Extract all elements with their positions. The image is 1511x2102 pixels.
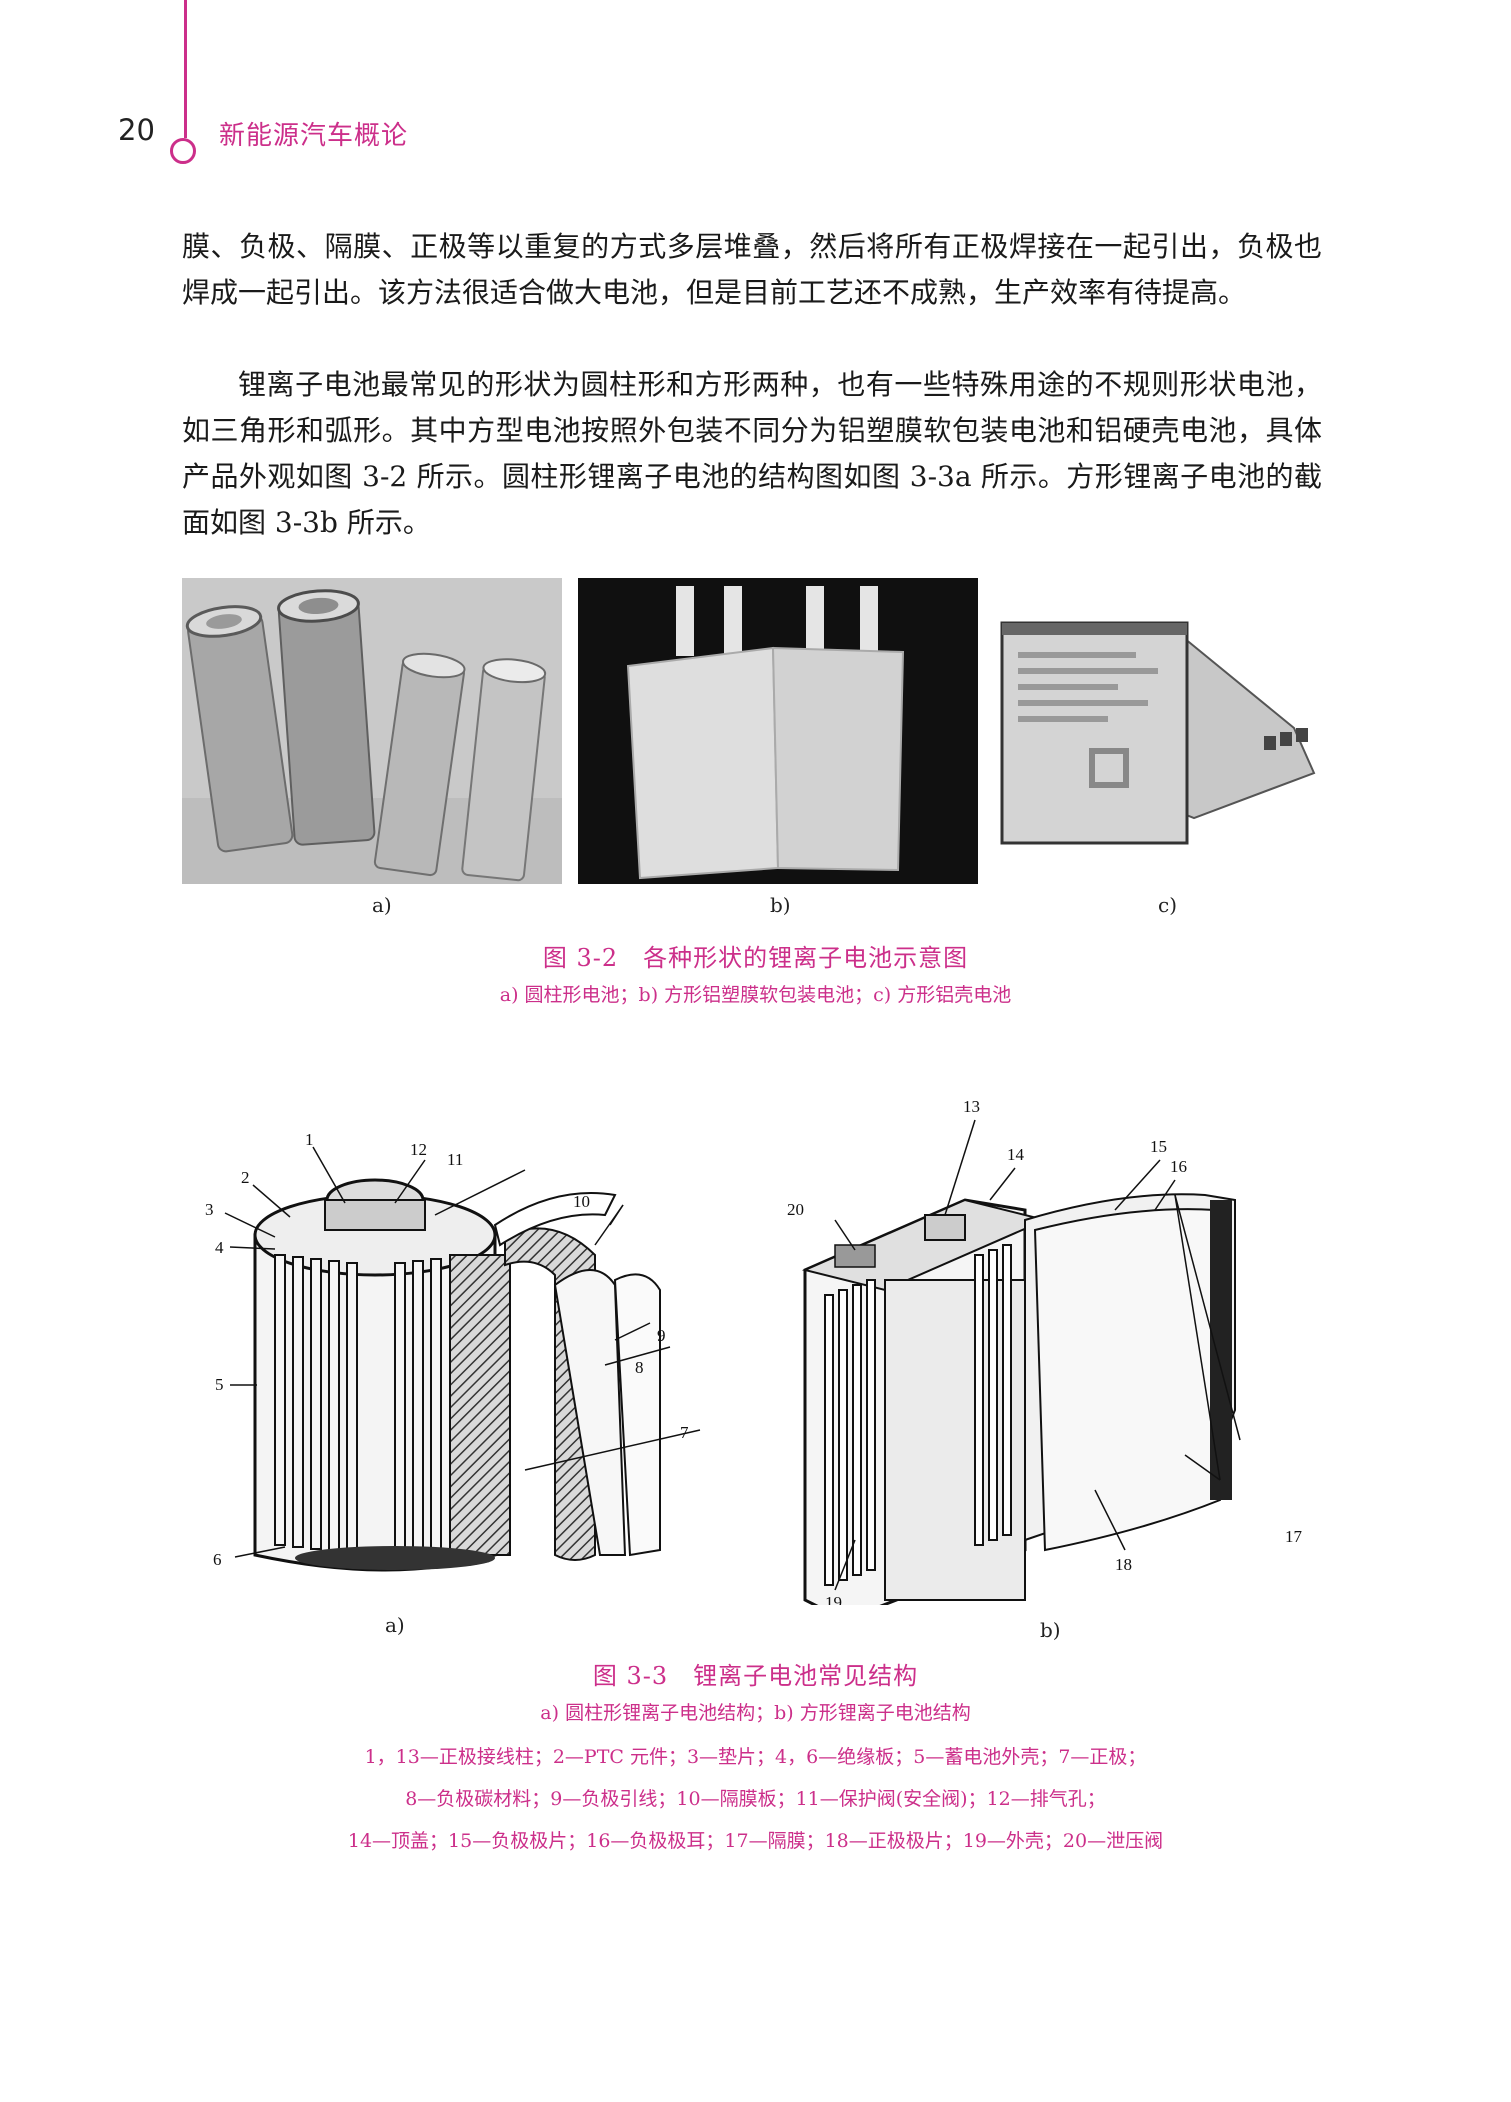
callout-1: 1 [305, 1130, 314, 1149]
callout-10: 10 [573, 1192, 590, 1211]
callout-6: 6 [213, 1550, 222, 1569]
callout-7: 7 [680, 1423, 689, 1442]
callout-9: 9 [657, 1326, 666, 1345]
page-number: 20 [118, 113, 155, 147]
figure-3-3-caption-sub: a) 圆柱形锂离子电池结构；b) 方形锂离子电池结构 [540, 1702, 971, 1724]
figure-3-3-legend-line-3: 14—顶盖；15—负极极片；16—负极极耳；17—隔膜；18—正极极片；19—外… [347, 1830, 1164, 1852]
callout-16: 16 [1170, 1157, 1187, 1176]
callout-18: 18 [1115, 1555, 1132, 1574]
body-paragraph-1: 膜、负极、隔膜、正极等以重复的方式多层堆叠，然后将所有正极焊接在一起引出，负极也… [182, 230, 1322, 309]
diagram-prismatic-structure: 13 14 15 16 17 18 19 20 [765, 1080, 1345, 1622]
callout-17: 17 [1285, 1527, 1303, 1546]
callout-4: 4 [215, 1238, 224, 1257]
callout-13: 13 [963, 1097, 980, 1116]
figure-3-2-label-b: b) [770, 893, 791, 917]
figure-3-3-legend-line-2: 8—负极碳材料；9—负极引线；10—隔膜板；11—保护阀(安全阀)；12—排气孔… [405, 1788, 1106, 1810]
figure-3-2-label-c: c) [1158, 893, 1178, 917]
figure-3-2-caption-title: 图 3-2 各种形状的锂离子电池示意图 [542, 944, 969, 972]
callout-19: 19 [825, 1593, 842, 1605]
callout-2: 2 [241, 1168, 250, 1187]
figure-3-2-label-a: a) [372, 893, 392, 917]
diagram-cylindrical-structure: 1 2 3 4 5 6 7 8 9 10 11 12 [195, 1085, 715, 1605]
figure-3-3-label-a: a) [385, 1613, 405, 1637]
photo-pouch-cells [578, 578, 978, 884]
callout-12: 12 [410, 1140, 427, 1159]
figure-3-3-caption-title: 图 3-3 锂离子电池常见结构 [592, 1662, 919, 1690]
photo-aluminum-case-cells [994, 578, 1320, 884]
margin-line [184, 0, 187, 138]
callout-14: 14 [1007, 1145, 1025, 1164]
figure-3-2-caption-sub: a) 圆柱形电池；b) 方形铝塑膜软包装电池；c) 方形铝壳电池 [499, 984, 1012, 1006]
callout-20: 20 [787, 1200, 804, 1219]
figure-3-3-legend-line-1: 1，13—正极接线柱；2—PTC 元件；3—垫片；4，6—绝缘板；5—蓄电池外壳… [364, 1746, 1147, 1768]
margin-circle-ornament [170, 138, 196, 164]
photo-cylindrical-cells [182, 578, 562, 884]
running-head-title: 新能源汽车概论 [219, 121, 409, 151]
body-paragraph-2: 锂离子电池最常见的形状为圆柱形和方形两种，也有一些特殊用途的不规则形状电池，如三… [182, 368, 1322, 539]
callout-8: 8 [635, 1358, 644, 1377]
figure-3-3-label-b: b) [1040, 1618, 1061, 1642]
callout-5: 5 [215, 1375, 224, 1394]
callout-11: 11 [447, 1150, 463, 1169]
callout-15: 15 [1150, 1137, 1167, 1156]
callout-3: 3 [205, 1200, 214, 1219]
